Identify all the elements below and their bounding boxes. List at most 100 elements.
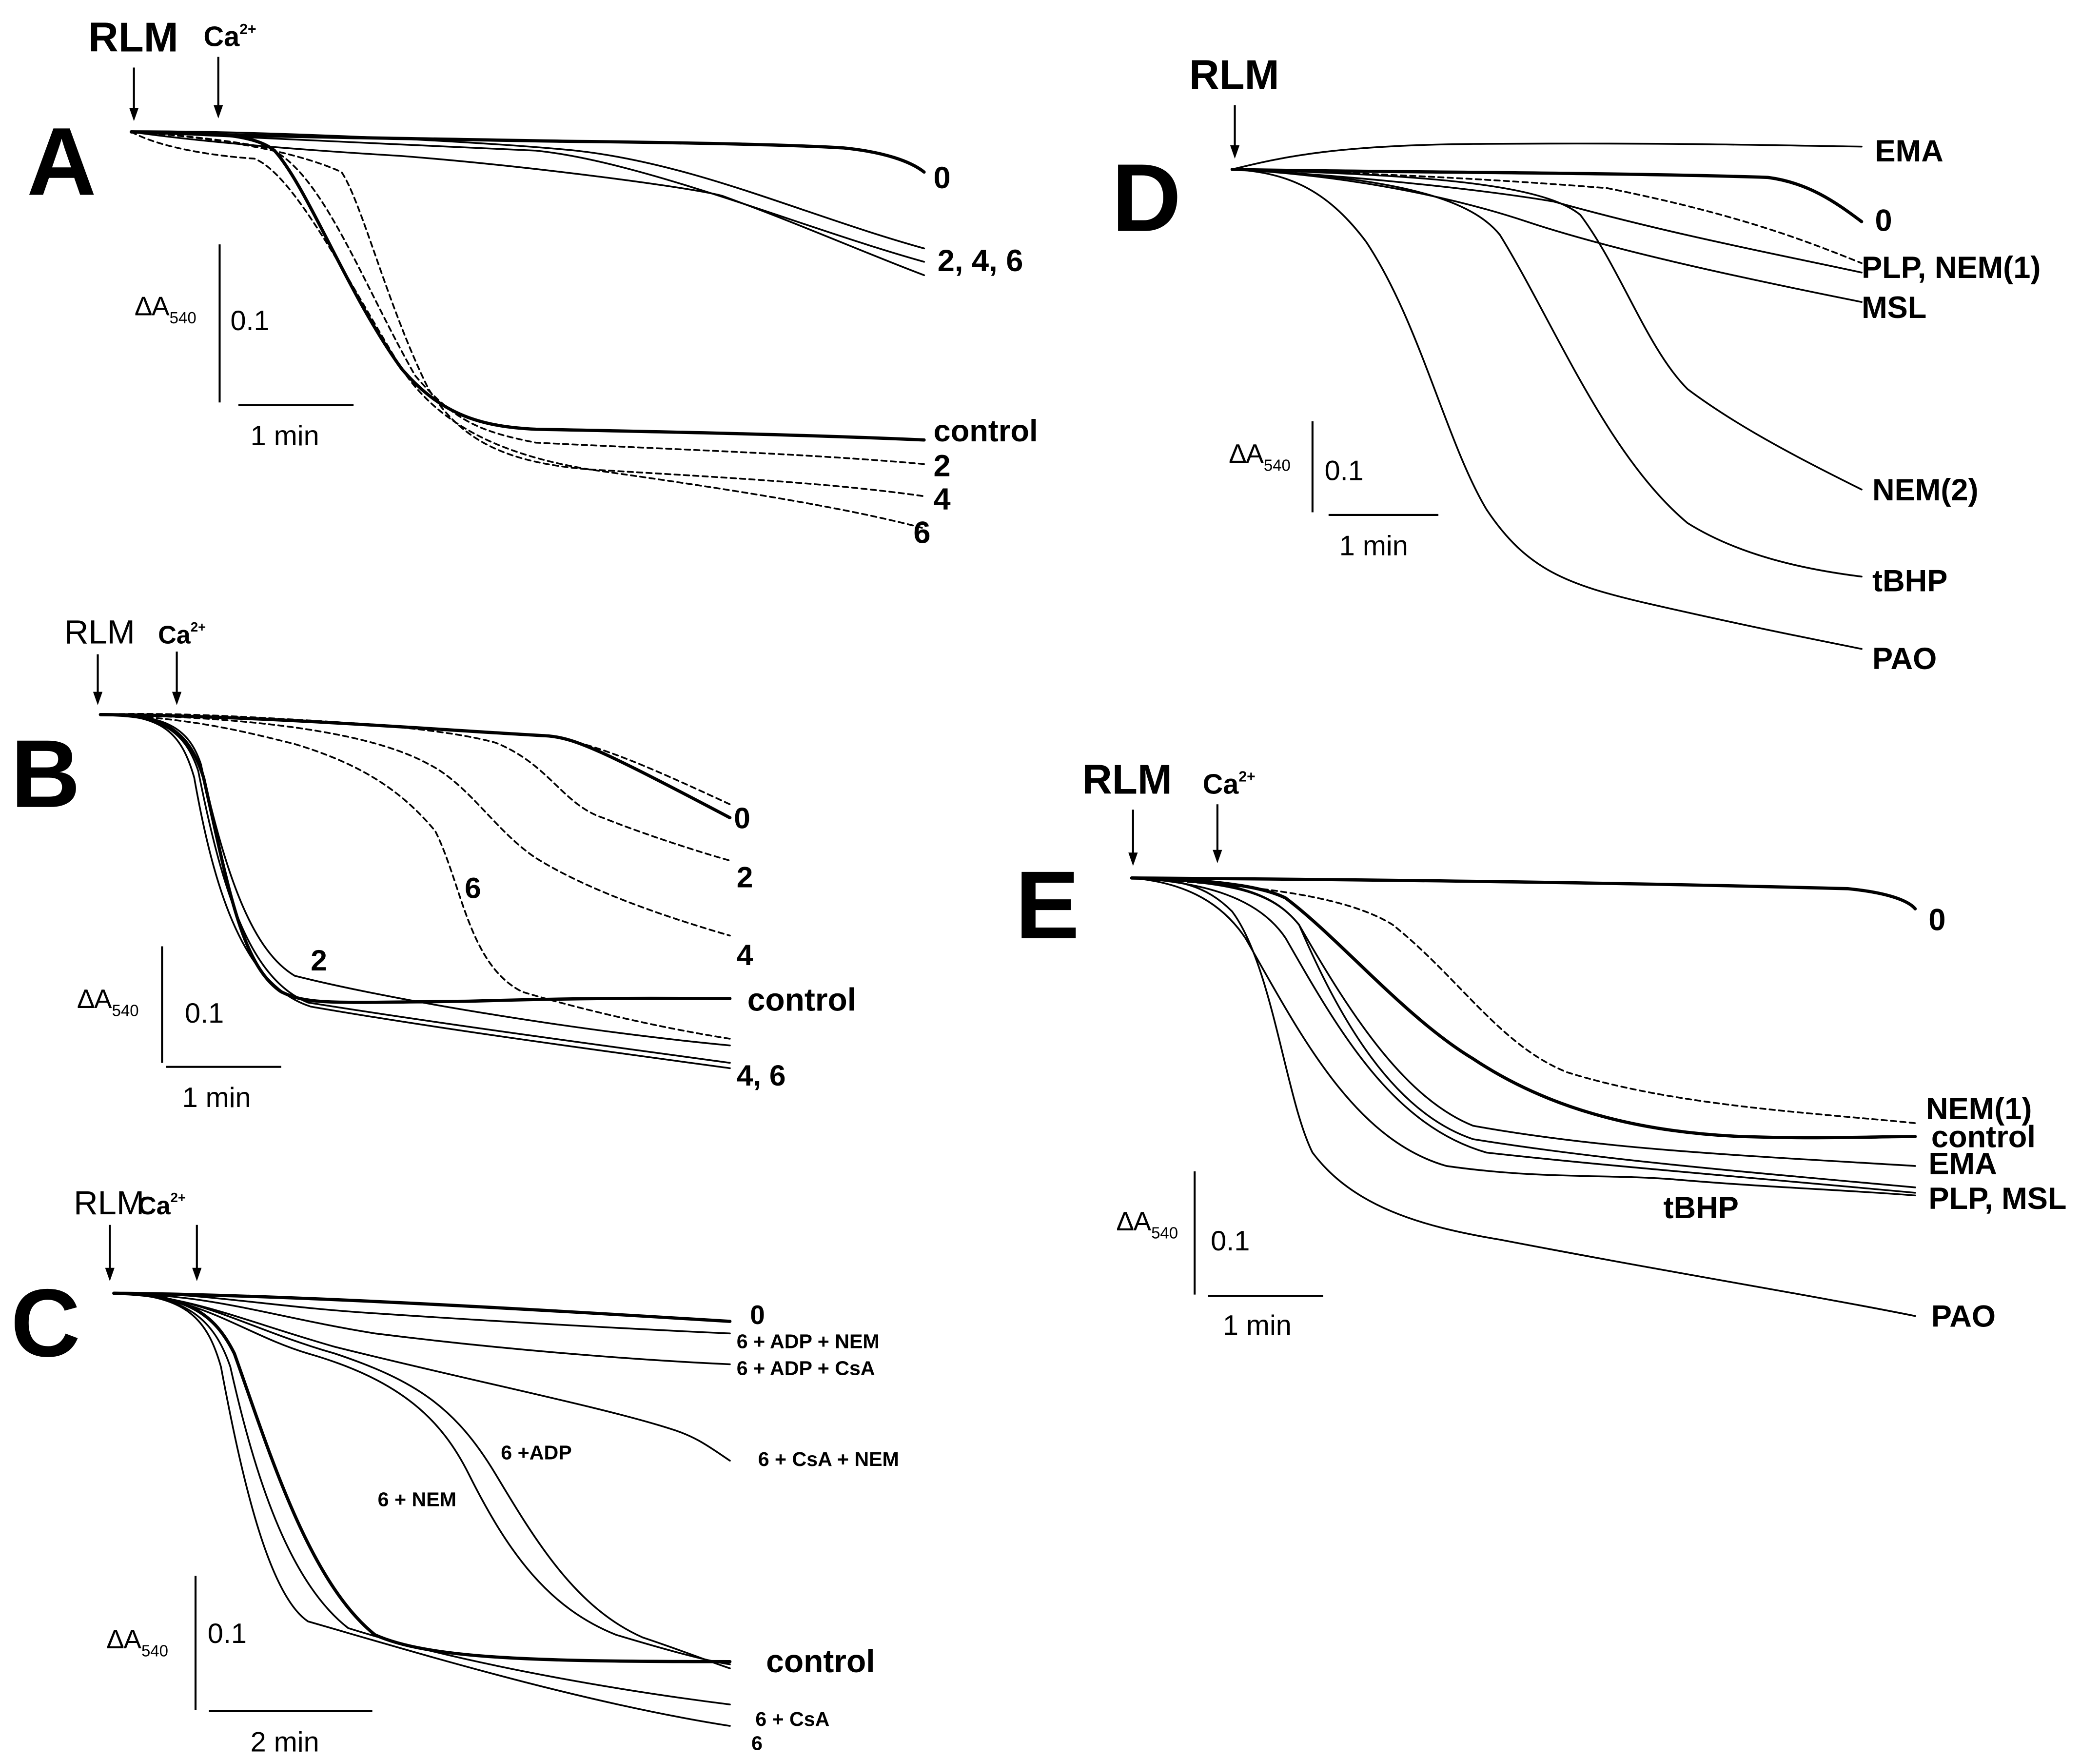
panel-b-label-46: 4, 6 <box>737 1059 786 1092</box>
panel-d-trace-msl <box>1231 168 1863 303</box>
panel-b-trace-4 <box>99 713 731 1064</box>
panel-d-scale-time: 1 min <box>1339 530 1408 561</box>
panel-b-marker-ca: Ca2+ <box>158 619 206 650</box>
panel-b-scale-time: 1 min <box>182 1082 251 1113</box>
panel-a-scale-time: 1 min <box>251 420 319 452</box>
panel-c-marker-ca: Ca2+ <box>138 1190 186 1220</box>
panel-b-label-6-inline: 6 <box>465 871 481 905</box>
panel-b-arrowhead-ca <box>172 692 182 706</box>
panel-b-trace-2-dashed <box>99 713 731 862</box>
panel-c-label-control: control <box>766 1643 875 1679</box>
panel-e-label-control: control <box>1931 1120 2036 1154</box>
panel-b-label-2: 2 <box>737 861 753 894</box>
panel-c-label-6-nem: 6 + NEM <box>378 1488 456 1511</box>
panel-e-label-tbhp: tBHP <box>1664 1191 1739 1225</box>
panel-d-trace-ema <box>1231 142 1863 171</box>
panel-e: E RLM Ca2+ 0 NEM(1) control EMA PLP, MSL… <box>1015 756 2066 1341</box>
panel-c-trace-6-adp-nem <box>113 1292 731 1335</box>
panel-e-scale-yvalue: 0.1 <box>1211 1226 1250 1257</box>
panel-a-trace-control <box>129 130 926 442</box>
panel-d-label-plp-nem1: PLP, NEM(1) <box>1862 251 2041 285</box>
panel-d-label-ema: EMA <box>1875 134 1943 168</box>
panel-a-label-2: 2 <box>934 449 951 483</box>
panel-e-trace-nem1 <box>1131 877 1916 1124</box>
panel-e-trace-tbhp <box>1131 877 1916 1197</box>
panel-b-trace-4-dashed <box>99 713 731 937</box>
panel-c-label-6-csa: 6 + CsA <box>755 1708 829 1730</box>
panel-a-trace-4 <box>130 131 925 263</box>
panel-d-label-msl: MSL <box>1862 291 1926 325</box>
panel-b-trace-0 <box>98 712 732 820</box>
panel-b-label-2-inline: 2 <box>311 944 327 977</box>
panel-b-trace-6-dashed <box>99 713 731 1040</box>
panel-e-trace-ema <box>1131 877 1916 1167</box>
panel-e-label-0: 0 <box>1928 903 1945 937</box>
panel-c-label-0: 0 <box>750 1300 765 1330</box>
panel-c: C RLM Ca2+ 0 6 + ADP + NEM 6 + ADP + CsA… <box>11 1184 899 1758</box>
panel-b-label-4: 4 <box>737 938 753 971</box>
panel-e-label-pao: PAO <box>1931 1300 1996 1334</box>
panel-c-label-6-adp-nem: 6 + ADP + NEM <box>737 1330 880 1353</box>
panel-c-trace-control <box>112 1291 732 1663</box>
panel-c-trace-6-adp-csa <box>113 1292 731 1365</box>
panel-d-trace-nem2 <box>1231 168 1863 491</box>
panel-d-trace-nem1 <box>1231 168 1863 274</box>
panel-d-trace-0 <box>1230 168 1864 223</box>
panel-e-trace-0 <box>1130 876 1917 910</box>
panel-a: A RLM Ca2+ 0 2, 4, 6 control 2 4 6 ∆A540… <box>27 15 1038 550</box>
panel-c-label-6-csa-nem: 6 + CsA + NEM <box>758 1448 899 1470</box>
panel-b-label-0: 0 <box>734 802 750 835</box>
panel-c-label-6-adp-csa: 6 + ADP + CsA <box>737 1357 875 1379</box>
panel-a-trace-2 <box>130 130 925 250</box>
panel-a-arrowhead-ca <box>214 105 223 119</box>
panel-d-label-0: 0 <box>1875 204 1892 238</box>
panel-d-label-nem2: NEM(2) <box>1872 473 1979 507</box>
panel-b-trace-control <box>98 712 732 1004</box>
panel-e-label-nem1: NEM(1) <box>1926 1092 2032 1126</box>
panel-b-letter: B <box>11 720 80 828</box>
panel-e-trace-msl <box>1131 877 1916 1194</box>
panel-c-label-6: 6 <box>751 1732 763 1755</box>
panel-a-letter: A <box>27 108 97 216</box>
panel-b-scale-ylabel: ∆A540 <box>78 984 138 1019</box>
panel-c-arrowhead-ca <box>192 1267 202 1282</box>
panel-d-arrowhead-rlm <box>1230 145 1240 159</box>
panel-a-trace-2-dashed <box>130 131 925 465</box>
panel-b-arrowhead-rlm <box>93 692 103 706</box>
panel-c-trace-6-adp <box>113 1292 731 1669</box>
panel-b-trace-2 <box>99 713 731 1047</box>
panel-a-scale-yvalue: 0.1 <box>230 305 269 336</box>
panel-d-trace-tbhp <box>1231 168 1863 578</box>
panel-c-label-6-adp: 6 +ADP <box>501 1441 571 1463</box>
panel-d-trace-pao <box>1231 168 1863 650</box>
panel-d-marker-rlm: RLM <box>1189 52 1279 99</box>
panel-d-letter: D <box>1112 144 1181 252</box>
panel-a-trace-6 <box>130 131 925 277</box>
panel-d-trace-plp-dashed <box>1231 168 1863 264</box>
panel-a-scale-ylabel: ∆A540 <box>135 291 196 327</box>
panel-c-trace-6-csa-nem <box>113 1292 731 1462</box>
panel-a-label-control: control <box>934 414 1038 448</box>
panel-c-marker-rlm: RLM <box>74 1184 144 1222</box>
panel-c-arrowhead-rlm <box>105 1267 115 1282</box>
panel-b-scale-yvalue: 0.1 <box>185 998 224 1029</box>
panel-e-trace-control <box>1130 876 1917 1140</box>
panel-b-marker-rlm: RLM <box>64 613 135 651</box>
panel-b-label-control: control <box>747 981 856 1017</box>
panel-d-scale-ylabel: ∆A540 <box>1230 438 1291 474</box>
panel-e-marker-ca: Ca2+ <box>1203 769 1256 800</box>
panel-c-letter: C <box>11 1269 80 1377</box>
panel-a-arrowhead-rlm <box>129 107 139 121</box>
panel-c-trace-0 <box>112 1291 732 1323</box>
panel-e-arrowhead-ca <box>1213 850 1222 864</box>
panel-d-scale-yvalue: 0.1 <box>1325 455 1364 487</box>
panel-c-trace-6 <box>113 1292 731 1727</box>
panel-a-label-4: 4 <box>934 482 951 516</box>
panel-e-label-plp-msl: PLP, MSL <box>1928 1182 2066 1216</box>
panel-a-label-6: 6 <box>913 516 930 550</box>
panel-b: B RLM Ca2+ 0 2 4 control 4, 6 6 2 ∆A540 … <box>11 613 856 1113</box>
panel-d-label-tbhp: tBHP <box>1872 564 1947 598</box>
panel-c-trace-6-csa <box>113 1292 731 1705</box>
panel-d-label-pao: PAO <box>1872 642 1937 676</box>
